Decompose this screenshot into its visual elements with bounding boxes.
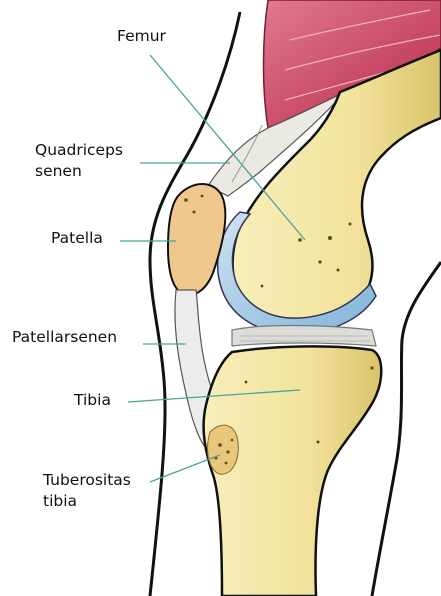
label-patella: Patella <box>51 228 103 249</box>
patella-bone <box>168 184 225 295</box>
label-patellarsenen-text: Patellarsenen <box>12 327 117 348</box>
skin-outline-back <box>372 262 441 596</box>
label-tibia: Tibia <box>74 390 111 411</box>
tibial-tuberosity <box>208 425 239 474</box>
label-femur: Femur <box>117 26 166 47</box>
label-tuberositas-line2: tibia <box>43 491 131 512</box>
label-femur-text: Femur <box>117 26 166 47</box>
label-patellarsenen: Patellarsenen <box>12 327 117 348</box>
label-patella-text: Patella <box>51 228 103 249</box>
leader-tuberositas <box>150 455 220 482</box>
label-tibia-text: Tibia <box>74 390 111 411</box>
label-quadriceps-senen: Quadriceps senen <box>35 140 123 182</box>
label-quadriceps-line2: senen <box>35 161 123 182</box>
label-tuberositas-line1: Tuberositas <box>43 470 131 491</box>
label-quadriceps-line1: Quadriceps <box>35 140 123 161</box>
label-tuberositas-tibia: Tuberositas tibia <box>43 470 131 512</box>
